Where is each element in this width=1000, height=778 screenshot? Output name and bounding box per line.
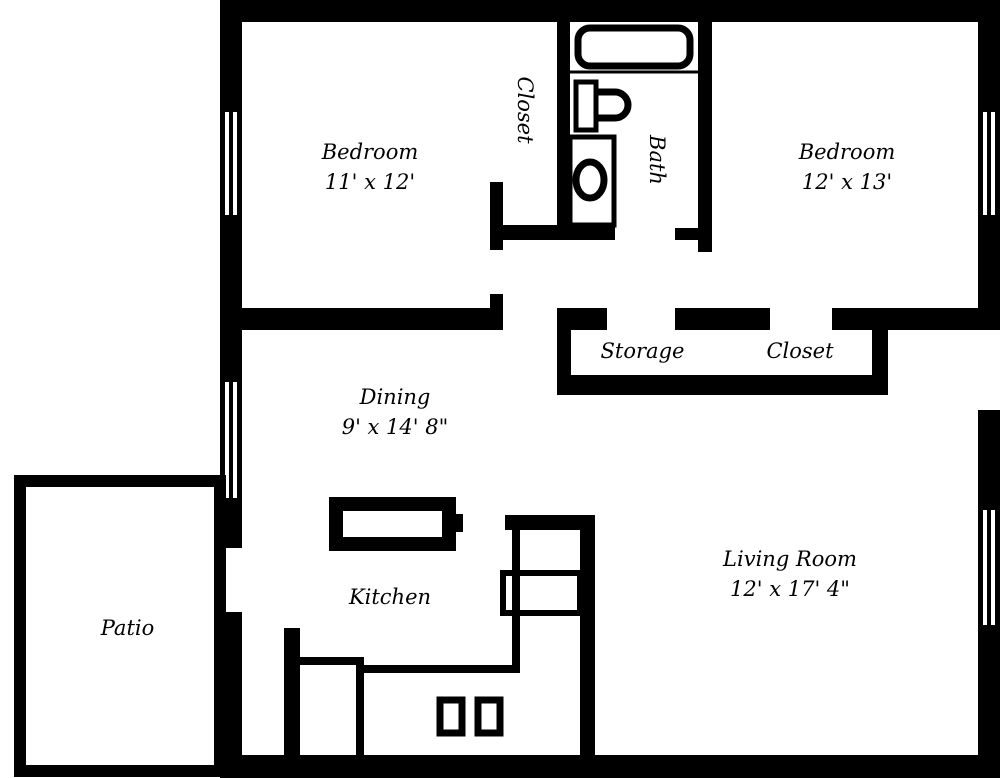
toilet-bowl	[596, 88, 632, 122]
living-room-label: Living Room 12' x 17' 4"	[705, 544, 875, 604]
room-size: 12' x 17' 4"	[730, 577, 850, 601]
kitchen-fixtures	[300, 497, 583, 755]
windows	[225, 112, 995, 625]
storage-label: Storage	[600, 339, 685, 363]
patio-outline	[14, 475, 226, 777]
shelf	[500, 570, 583, 616]
bath-label: Bath	[645, 135, 669, 185]
room-name: Living Room	[723, 547, 857, 571]
toilet-tank	[573, 79, 599, 133]
room-size: 12' x 13'	[801, 170, 893, 194]
bedroom-right-label: Bedroom 12' x 13'	[777, 137, 917, 197]
range	[329, 497, 456, 551]
sink-right	[474, 696, 504, 737]
dining-label: Dining 9' x 14' 8"	[315, 382, 475, 442]
closet-bedroom-label: Closet	[513, 76, 537, 144]
bedroom-left-label: Bedroom 11' x 12'	[300, 137, 440, 197]
bath-sink	[572, 158, 608, 202]
room-size: 9' x 14' 8"	[341, 415, 449, 439]
bathtub	[574, 24, 694, 70]
closet-hall-label: Closet	[766, 339, 834, 363]
counter-top	[300, 530, 520, 755]
patio-label: Patio	[100, 616, 155, 640]
room-name: Dining	[359, 385, 431, 409]
bath-fixtures	[567, 24, 698, 228]
sink-left	[436, 696, 466, 737]
bath-vanity	[567, 134, 617, 228]
room-name: Bedroom	[321, 140, 419, 164]
kitchen-label: Kitchen	[348, 585, 432, 609]
room-name: Bedroom	[798, 140, 896, 164]
room-size: 11' x 12'	[324, 170, 416, 194]
